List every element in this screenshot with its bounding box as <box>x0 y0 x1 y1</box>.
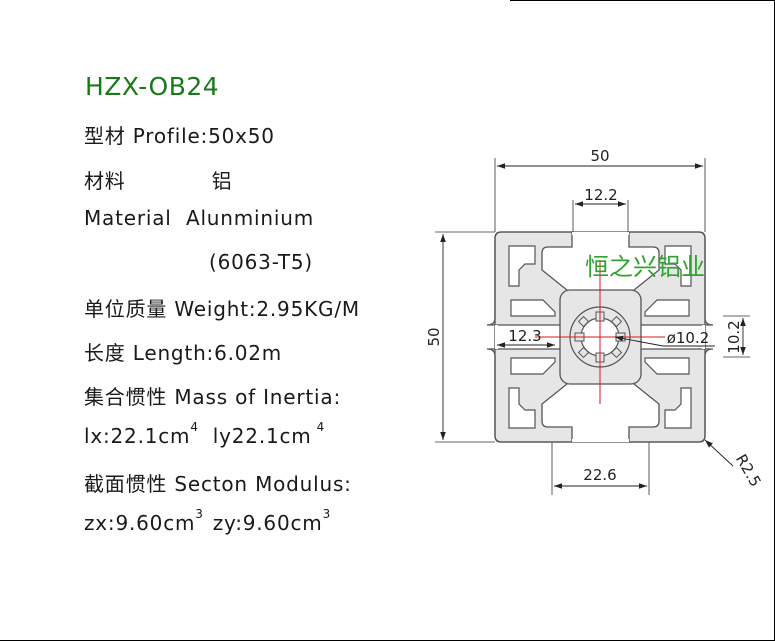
center-marks <box>535 260 665 404</box>
spec-zy: zy:9.60cm <box>212 511 323 535</box>
profile-cross-section-drawing: 50 12.2 50 12.3 ø10.2 10.2 22.6 R2.5 恒之兴… <box>425 147 765 495</box>
spec-material-grade: (6063-T5) <box>209 250 314 274</box>
frame-top-border <box>510 0 775 1</box>
spec-zy-exponent: 3 <box>322 507 331 521</box>
spec-profile: 型材 Profile:50x50 <box>84 124 275 148</box>
dim-bore-label: ø10.2 <box>667 329 710 347</box>
spec-inertia-label: 集合惯性 Mass of Inertia: <box>84 385 341 409</box>
product-code-title: HZX-OB24 <box>85 72 220 101</box>
dim-slot-top-label: 12.2 <box>584 186 617 204</box>
spec-ix: lx:22.1cm <box>84 424 191 448</box>
spec-material-cn-label: 材料 <box>84 169 126 193</box>
dimension-lines <box>440 163 746 489</box>
spec-zx: zx:9.60cm <box>84 511 196 535</box>
spec-iy: ly22.1cm <box>212 424 312 448</box>
dim-radius-label: R2.5 <box>732 451 765 490</box>
spec-material-cn-value: 铝 <box>211 169 233 193</box>
spec-material-cn: 材料 铝 <box>84 165 232 194</box>
spec-material-en: Material Alunminium <box>84 206 314 230</box>
dim-slot-bottom-label: 22.6 <box>583 466 616 484</box>
brand-watermark: 恒之兴铝业 <box>585 253 705 281</box>
spec-iy-exponent: 4 <box>316 420 326 434</box>
dim-height-label: 50 <box>425 327 443 346</box>
spec-zx-exponent: 3 <box>195 507 204 521</box>
profile-body <box>486 231 714 443</box>
spec-modulus-label: 截面惯性 Secton Modulus: <box>84 472 352 496</box>
dim-core-label: 10.2 <box>725 320 743 353</box>
extension-lines <box>435 158 750 495</box>
dim-width-label: 50 <box>590 147 609 165</box>
spec-ix-exponent: 4 <box>190 420 199 434</box>
dim-slot-left-label: 12.3 <box>508 327 541 345</box>
spec-length: 长度 Length:6.02m <box>84 341 283 365</box>
spec-weight: 单位质量 Weight:2.95KG/M <box>84 297 360 321</box>
